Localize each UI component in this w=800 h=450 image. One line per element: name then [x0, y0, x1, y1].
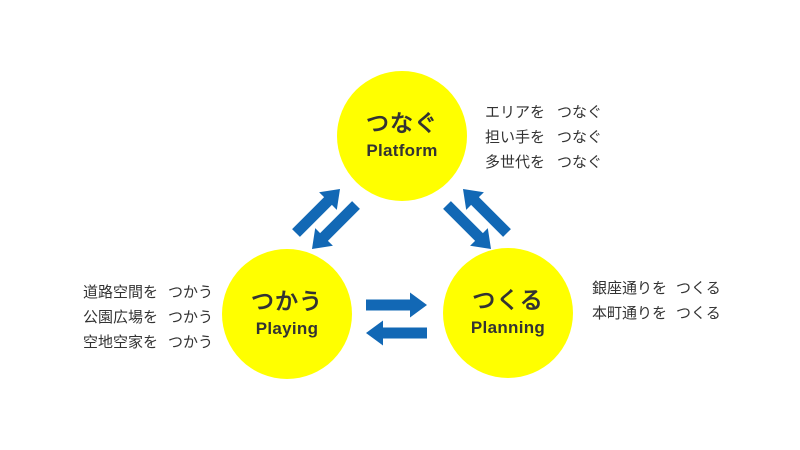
circle-platform-en-label: Platform — [366, 140, 438, 160]
arrow-platform-to-planning — [443, 201, 491, 249]
note-item: 本町通りを — [592, 305, 668, 322]
circle-planning-jp-label: つくる — [472, 287, 544, 314]
note-item: 担い手を — [485, 129, 546, 146]
note-row: 本町通りを つくる — [592, 301, 721, 326]
circle-planning-en-label: Planning — [470, 317, 546, 337]
circle-playing-jp-label: つかう — [251, 288, 323, 315]
note-item: 多世代を — [485, 154, 546, 171]
note-row: 担い手を つなぐ — [485, 125, 602, 150]
arrow-platform-to-playing — [312, 201, 360, 249]
note-verb: つなぐ — [557, 129, 603, 146]
arrow-playing-to-planning — [366, 292, 427, 318]
note-row: 道路空間を つかう — [83, 280, 213, 305]
circle-platform: つなぐ Platform — [337, 71, 467, 201]
note-row: 銀座通りを つくる — [592, 276, 721, 301]
note-item: 公園広場を — [83, 309, 159, 326]
note-verb: つなぐ — [557, 154, 603, 171]
note-item: 空地空家を — [83, 334, 159, 351]
note-item: エリアを — [485, 104, 546, 121]
note-row: 公園広場を つかう — [83, 305, 213, 330]
note-verb: つかう — [168, 334, 214, 351]
note-verb: つくる — [676, 305, 721, 322]
circle-playing: つかう Playing — [222, 249, 352, 379]
note-verb: つなぐ — [557, 104, 603, 121]
arrow-playing-to-platform — [292, 189, 340, 237]
note-verb: つくる — [676, 280, 721, 297]
circle-playing-en-label: Playing — [255, 318, 319, 338]
circle-planning: つくる Planning — [443, 248, 573, 378]
planning-notes: 銀座通りを つくる 本町通りを つくる — [592, 276, 721, 326]
arrow-planning-to-playing — [366, 320, 427, 346]
note-row: エリアを つなぐ — [485, 100, 602, 125]
note-verb: つかう — [168, 309, 214, 326]
playing-notes: 道路空間を つかう 公園広場を つかう 空地空家を つかう — [83, 280, 213, 355]
note-row: 空地空家を つかう — [83, 330, 213, 355]
note-verb: つかう — [168, 284, 214, 301]
circle-platform-jp-label: つなぐ — [366, 110, 438, 137]
arrow-planning-to-platform — [463, 189, 511, 237]
platform-notes: エリアを つなぐ 担い手を つなぐ 多世代を つなぐ — [485, 100, 602, 175]
note-row: 多世代を つなぐ — [485, 150, 602, 175]
note-item: 道路空間を — [83, 284, 159, 301]
note-item: 銀座通りを — [592, 280, 668, 297]
